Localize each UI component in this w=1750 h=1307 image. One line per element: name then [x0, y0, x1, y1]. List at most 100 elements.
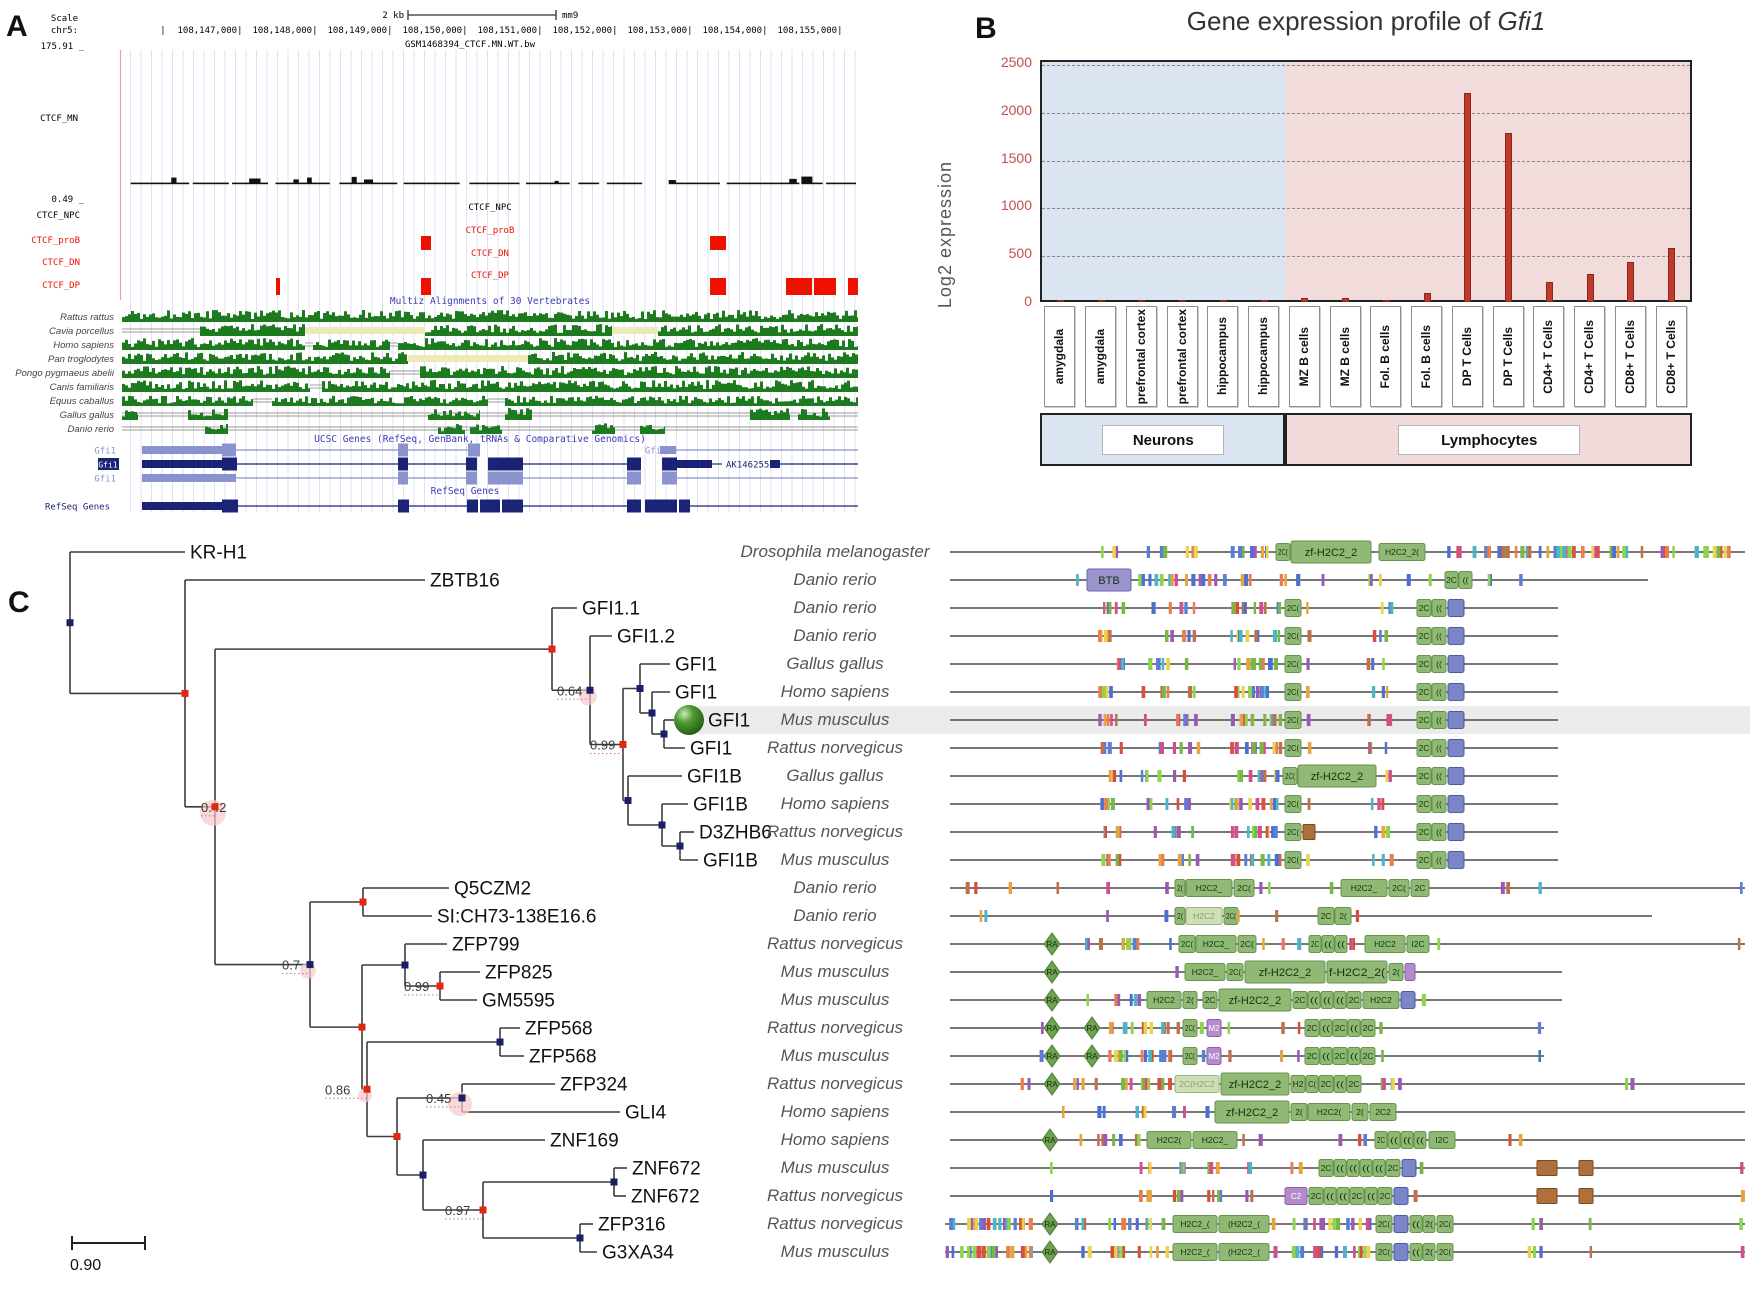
motif-tick: [1140, 1050, 1144, 1062]
gene-utr-bar: [770, 460, 780, 468]
domain-box: [1284, 851, 1302, 869]
gene-exon: [662, 457, 677, 471]
domain-box-label: ((: [1436, 603, 1442, 613]
motif-tick: [1239, 770, 1243, 782]
tip-label: Q5CZM2: [454, 879, 531, 900]
signal-peak: [554, 180, 559, 183]
motif-tick: [1081, 1246, 1085, 1258]
motif-tick: [1102, 1106, 1106, 1118]
support-value: 0.64: [557, 683, 582, 698]
domain-box-label: ((: [1436, 799, 1442, 809]
domain-box: [1431, 627, 1447, 645]
domain-box: [1431, 823, 1447, 841]
motif-tick: [1107, 854, 1111, 866]
domain-box-label: 2C: [1295, 995, 1306, 1005]
motif-tick: [1020, 1078, 1024, 1090]
motif-tick: [1110, 1246, 1115, 1258]
domain-box-label: H2C2_: [1196, 883, 1223, 893]
domain-box: [1431, 851, 1447, 869]
motif-tick: [1024, 1246, 1028, 1258]
domain-box: [1413, 1131, 1427, 1149]
y-tick-label: 1000: [1000, 197, 1032, 214]
tree-node: [306, 961, 314, 969]
motif-tick: [1271, 826, 1275, 838]
gridline: [1042, 256, 1690, 258]
motif-tick: [1274, 826, 1278, 838]
krab-diamond: [1043, 988, 1061, 1012]
motif-tick: [1129, 994, 1133, 1006]
domain-box: [1284, 683, 1302, 701]
motif-tick: [1609, 546, 1613, 558]
motif-tick: [1108, 770, 1112, 782]
category-label: amygdala: [1044, 306, 1076, 407]
motif-tick: [1141, 1078, 1145, 1090]
motif-tick: [1336, 1218, 1341, 1230]
gene-label: AK146255: [726, 461, 769, 471]
category-label: CD8+ T Cells: [1614, 306, 1646, 407]
domain-box-label: C2: [1291, 1192, 1302, 1201]
signal-peak: [801, 176, 813, 183]
motif-tick: [1245, 1190, 1249, 1202]
krab-label: RA: [1086, 1052, 1098, 1061]
motif-tick: [1246, 658, 1251, 670]
motif-tick: [1104, 798, 1108, 810]
domain-box: [1284, 599, 1302, 617]
domain-box-label: 2C(: [1287, 687, 1299, 697]
chart-title: Gene expression profile of Gfi1: [1040, 6, 1692, 37]
domain-box: [1416, 599, 1432, 617]
motif-tick: [1146, 1218, 1149, 1230]
domain-box: [1178, 935, 1196, 953]
tree-node: [363, 1085, 371, 1093]
motif-tick: [1234, 742, 1239, 754]
gene-exon: [398, 499, 409, 513]
motif-tick: [1081, 1078, 1085, 1090]
gene-exon: [502, 499, 523, 513]
domain-box-label: 2C: [1321, 911, 1332, 921]
domain-box-label: 2C: [1321, 1163, 1332, 1173]
category-label-text: MZ B cells: [1296, 326, 1311, 387]
domain-box-label: H2C2_(: [1180, 1247, 1209, 1257]
motif-tick: [1525, 546, 1529, 558]
domain-box-label: 2C2: [1375, 1107, 1391, 1117]
tip-label: ZFP316: [598, 1215, 666, 1236]
conservation-bar: [505, 408, 532, 420]
motif-tick: [1143, 714, 1147, 726]
peak-track-center-label: CTCF_DP: [471, 271, 510, 281]
domain-box: [1334, 935, 1348, 953]
domain-box-brown: [1578, 1188, 1594, 1204]
signal-segment: [726, 182, 800, 185]
motif-tick: [1296, 574, 1301, 586]
motif-tick: [1357, 1134, 1362, 1146]
domain-box-label: 2C(: [1439, 1247, 1451, 1257]
motif-tick: [1136, 1134, 1141, 1146]
domain-box-blue: [1447, 795, 1465, 813]
motif-tick: [951, 1246, 955, 1258]
motif-tick: [1165, 1246, 1169, 1258]
motif-tick: [1172, 770, 1177, 782]
domain-box: [1218, 1243, 1270, 1261]
motif-tick: [1581, 546, 1585, 558]
motif-tick: [1472, 546, 1477, 558]
tree-node: [648, 709, 656, 717]
motif-tick: [1306, 854, 1310, 866]
motif-tick: [1267, 854, 1271, 866]
domain-box: [1378, 543, 1426, 561]
conservation-bar: [420, 366, 858, 378]
motif-tick: [1196, 742, 1201, 754]
motif-tick: [1421, 994, 1426, 1006]
motif-tick: [1005, 1218, 1009, 1230]
bar: [1668, 248, 1676, 302]
domain-box: [1431, 795, 1447, 813]
category-label: amygdala: [1085, 306, 1117, 407]
motif-tick: [1140, 770, 1144, 782]
motif-tick: [1172, 1190, 1177, 1202]
domain-box: [1290, 1103, 1308, 1121]
domain-box: [1388, 879, 1410, 897]
motif-tick: [1076, 574, 1079, 586]
motif-tick: [1562, 546, 1567, 558]
motif-tick: [1506, 546, 1510, 558]
domain-box-label: (H2C2_(: [1228, 1247, 1260, 1257]
motif-tick: [1108, 1218, 1112, 1230]
signal-segment: [826, 182, 856, 185]
motif-tick: [1199, 1022, 1204, 1034]
